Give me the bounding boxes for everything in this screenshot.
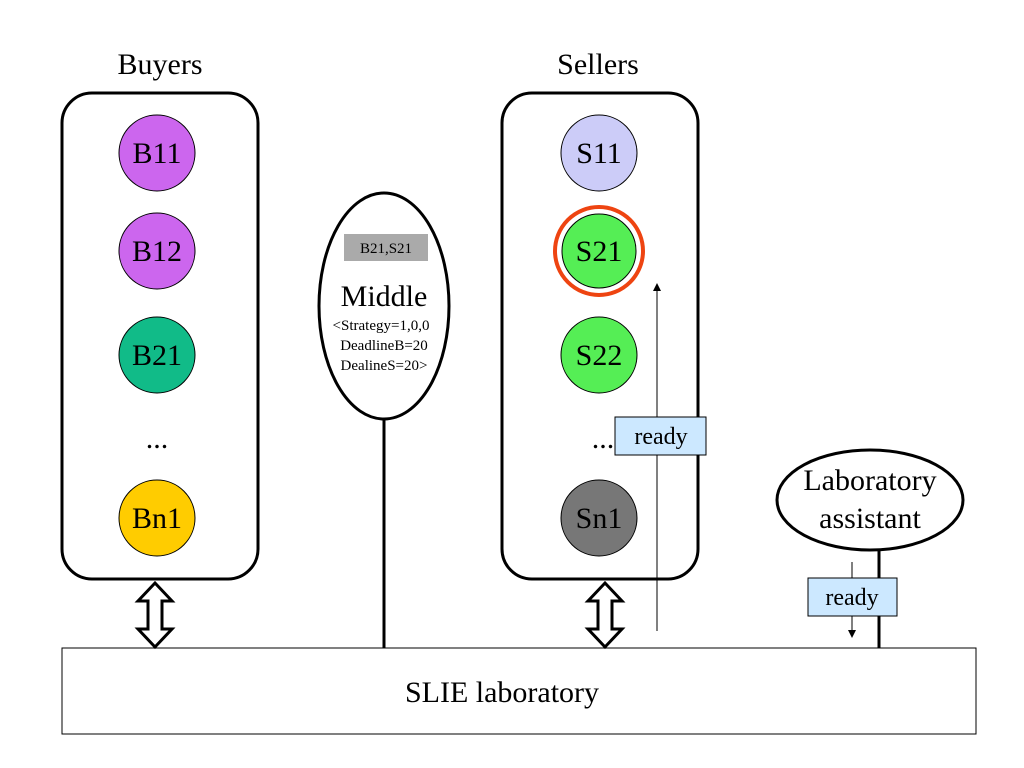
seller-node-s21: S21 (553, 205, 645, 297)
buyer-ellipsis: ... (146, 422, 169, 455)
sellers-double-arrow (584, 580, 626, 650)
seller-node-s11: S11 (560, 114, 638, 192)
assistant-line-2: assistant (819, 502, 921, 535)
seller-node-sn1-label: Sn1 (576, 502, 623, 535)
middle-title: Middle (341, 280, 428, 313)
sellers-ready-label: ready (634, 424, 687, 450)
seller-node-s22: S22 (560, 316, 638, 394)
laboratory-label: SLIE laboratory (405, 676, 599, 709)
buyer-node-b12: B12 (118, 212, 196, 290)
buyers-title: Buyers (118, 48, 203, 81)
laboratory-box (61, 647, 977, 735)
sellers-ready-badge (614, 416, 707, 456)
seller-node-s21-highlight-ring (553, 205, 645, 297)
assistant-line-1: Laboratory (803, 464, 936, 497)
buyers-double-arrow (134, 580, 176, 650)
buyer-node-b12-circle (118, 212, 196, 290)
assistant-ellipse (775, 448, 965, 552)
seller-node-sn1-circle (560, 479, 638, 557)
middle-detail-1: <Strategy=1,0,0 (333, 318, 430, 334)
middle-pair-badge-label: B21,S21 (360, 241, 412, 257)
buyer-node-b21-circle (118, 316, 196, 394)
seller-node-s21-circle (561, 213, 637, 289)
buyer-node-bn1: Bn1 (118, 479, 196, 557)
buyer-node-b11-label: B11 (133, 137, 182, 170)
seller-node-sn1: Sn1 (560, 479, 638, 557)
middle-detail-2: DeadlineB=20 (340, 338, 428, 354)
buyer-node-b12-label: B12 (132, 235, 182, 268)
seller-node-s11-circle (560, 114, 638, 192)
sellers-title: Sellers (557, 48, 639, 81)
seller-ellipsis: ... (592, 422, 615, 455)
middle-detail-3: DealineS=20> (341, 358, 428, 374)
buyer-node-b11-circle (118, 114, 196, 192)
assistant-ready-badge (807, 577, 898, 617)
buyer-node-bn1-label: Bn1 (132, 502, 182, 535)
seller-node-s11-label: S11 (576, 137, 622, 170)
assistant-ready-label: ready (825, 585, 878, 611)
middle-pair-badge (344, 234, 428, 261)
seller-node-s21-label: S21 (576, 235, 623, 268)
buyer-node-b21: B21 (118, 316, 196, 394)
buyer-node-b11: B11 (118, 114, 196, 192)
buyer-node-b21-label: B21 (132, 339, 182, 372)
buyer-node-bn1-circle (118, 479, 196, 557)
seller-node-s22-label: S22 (576, 339, 623, 372)
seller-node-s22-circle (560, 316, 638, 394)
